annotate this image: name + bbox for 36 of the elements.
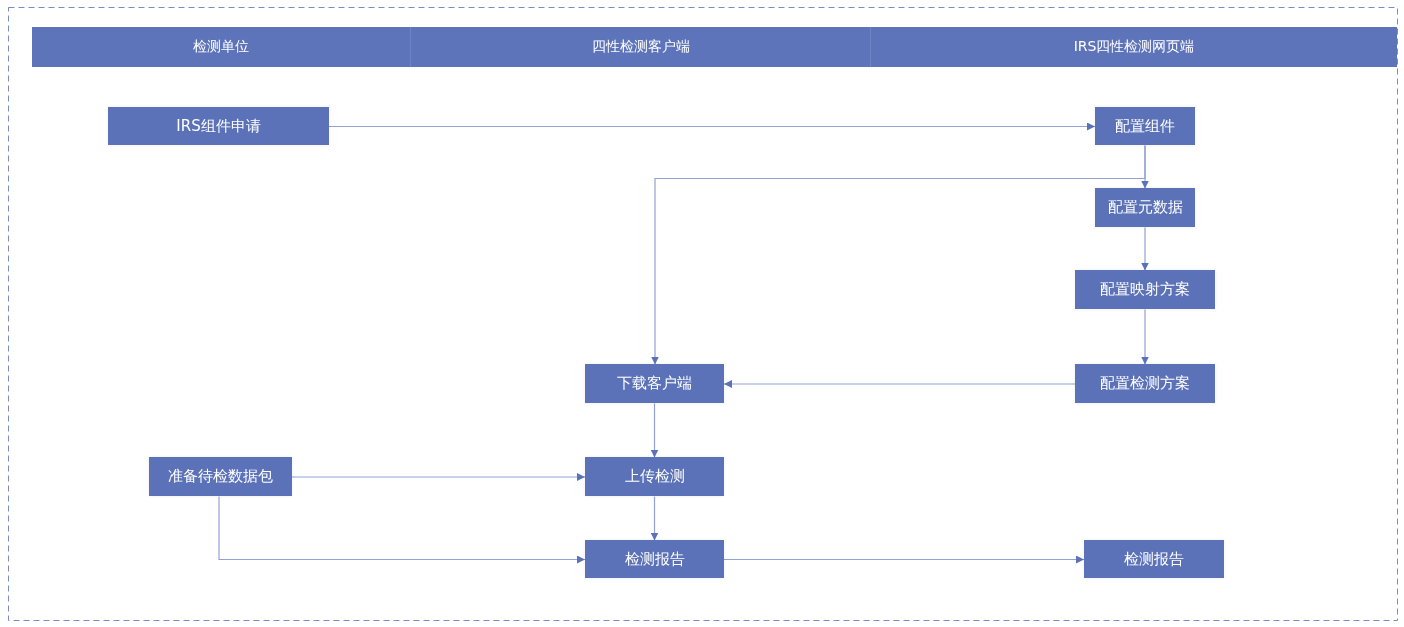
process-box (1095, 188, 1195, 227)
process-box (149, 457, 292, 496)
arrow (1141, 226, 1149, 272)
process-box (1075, 270, 1215, 309)
box-label: 配置检测方案 (1100, 374, 1190, 393)
box-label: 检测报告 (1124, 549, 1184, 569)
lane-header (32, 27, 410, 67)
box-label: 上传检测 (624, 467, 685, 486)
arrow (218, 495, 586, 564)
process-box (1095, 107, 1195, 145)
box-label: 下载客户端 (617, 374, 692, 393)
box-label: 检测报告 (624, 549, 685, 569)
box-label: IRS组件申请 (176, 116, 261, 136)
arrow (651, 144, 1146, 366)
box-label: 配置元数据 (1107, 198, 1183, 217)
lane-title: IRS四性检测网页端 (1073, 38, 1195, 56)
box-label: 配置映射方案 (1100, 280, 1190, 299)
box-label: 准备待检数据包 (168, 467, 273, 486)
process-box (1075, 364, 1215, 403)
lane-title: 检测单位 (193, 38, 249, 56)
arrow (650, 402, 659, 459)
process-box (108, 107, 329, 145)
lane-title: 四性检测客户端 (591, 38, 690, 56)
process-box (1084, 540, 1224, 578)
arrow (723, 555, 1085, 564)
process-box (585, 457, 724, 496)
arrow (650, 495, 659, 542)
arrow (328, 122, 1096, 131)
process-box (585, 540, 724, 578)
lane-header (870, 27, 1397, 67)
arrow (1141, 308, 1149, 366)
lane-header (410, 27, 870, 67)
box-label: 配置组件 (1115, 116, 1175, 136)
arrow (723, 380, 1076, 388)
arrow (291, 473, 586, 481)
process-box (585, 364, 724, 403)
